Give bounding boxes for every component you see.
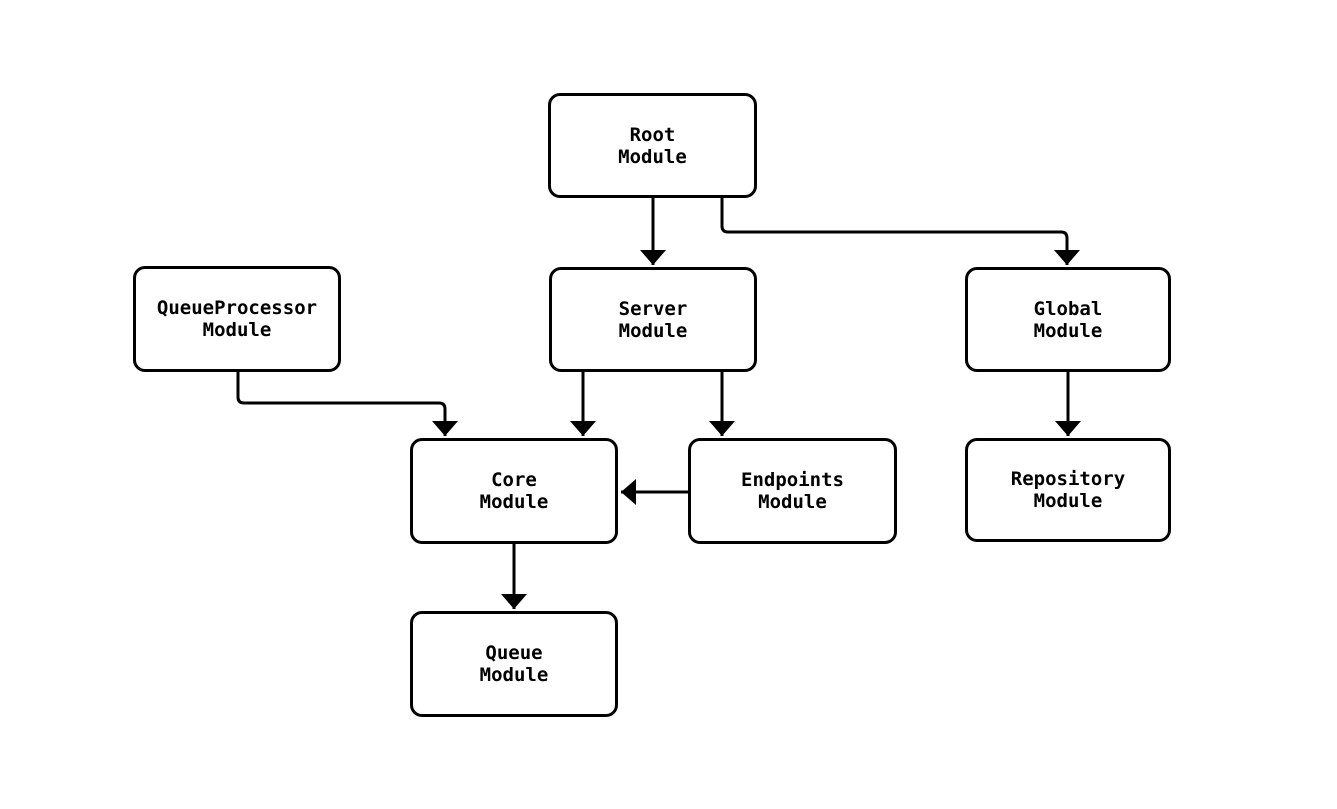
module-node-endpoints: Endpoints Module	[688, 438, 897, 544]
module-node-queue: Queue Module	[410, 611, 618, 717]
module-name-label: Repository	[1010, 468, 1126, 490]
module-node-server: Server Module	[549, 267, 757, 372]
module-suffix-label: Module	[479, 491, 549, 513]
module-suffix-label: Module	[618, 145, 687, 168]
module-name-label: Global	[1033, 297, 1103, 320]
module-suffix-label: Module	[758, 491, 827, 513]
module-node-root: Root Module	[548, 93, 757, 198]
edge-root-global	[720, 198, 1080, 265]
module-node-repository: Repository Module	[965, 438, 1171, 542]
edge-queueprocessor-core	[236, 372, 458, 436]
module-suffix-label: Module	[1033, 490, 1103, 512]
module-name-label: Root	[629, 123, 676, 146]
module-name-label: Endpoints	[741, 469, 844, 491]
module-name-label: QueueProcessor	[156, 297, 318, 319]
module-suffix-label: Module	[202, 319, 272, 341]
module-name-label: Server	[618, 297, 688, 320]
module-node-core: Core Module	[410, 438, 618, 544]
module-suffix-label: Module	[618, 319, 688, 342]
module-name-label: Core	[491, 469, 537, 491]
module-name-label: Queue	[485, 642, 543, 664]
module-suffix-label: Module	[479, 664, 549, 686]
module-suffix-label: Module	[1033, 319, 1103, 342]
module-node-global: Global Module	[965, 267, 1171, 372]
module-node-queueprocessor: QueueProcessor Module	[133, 266, 341, 372]
